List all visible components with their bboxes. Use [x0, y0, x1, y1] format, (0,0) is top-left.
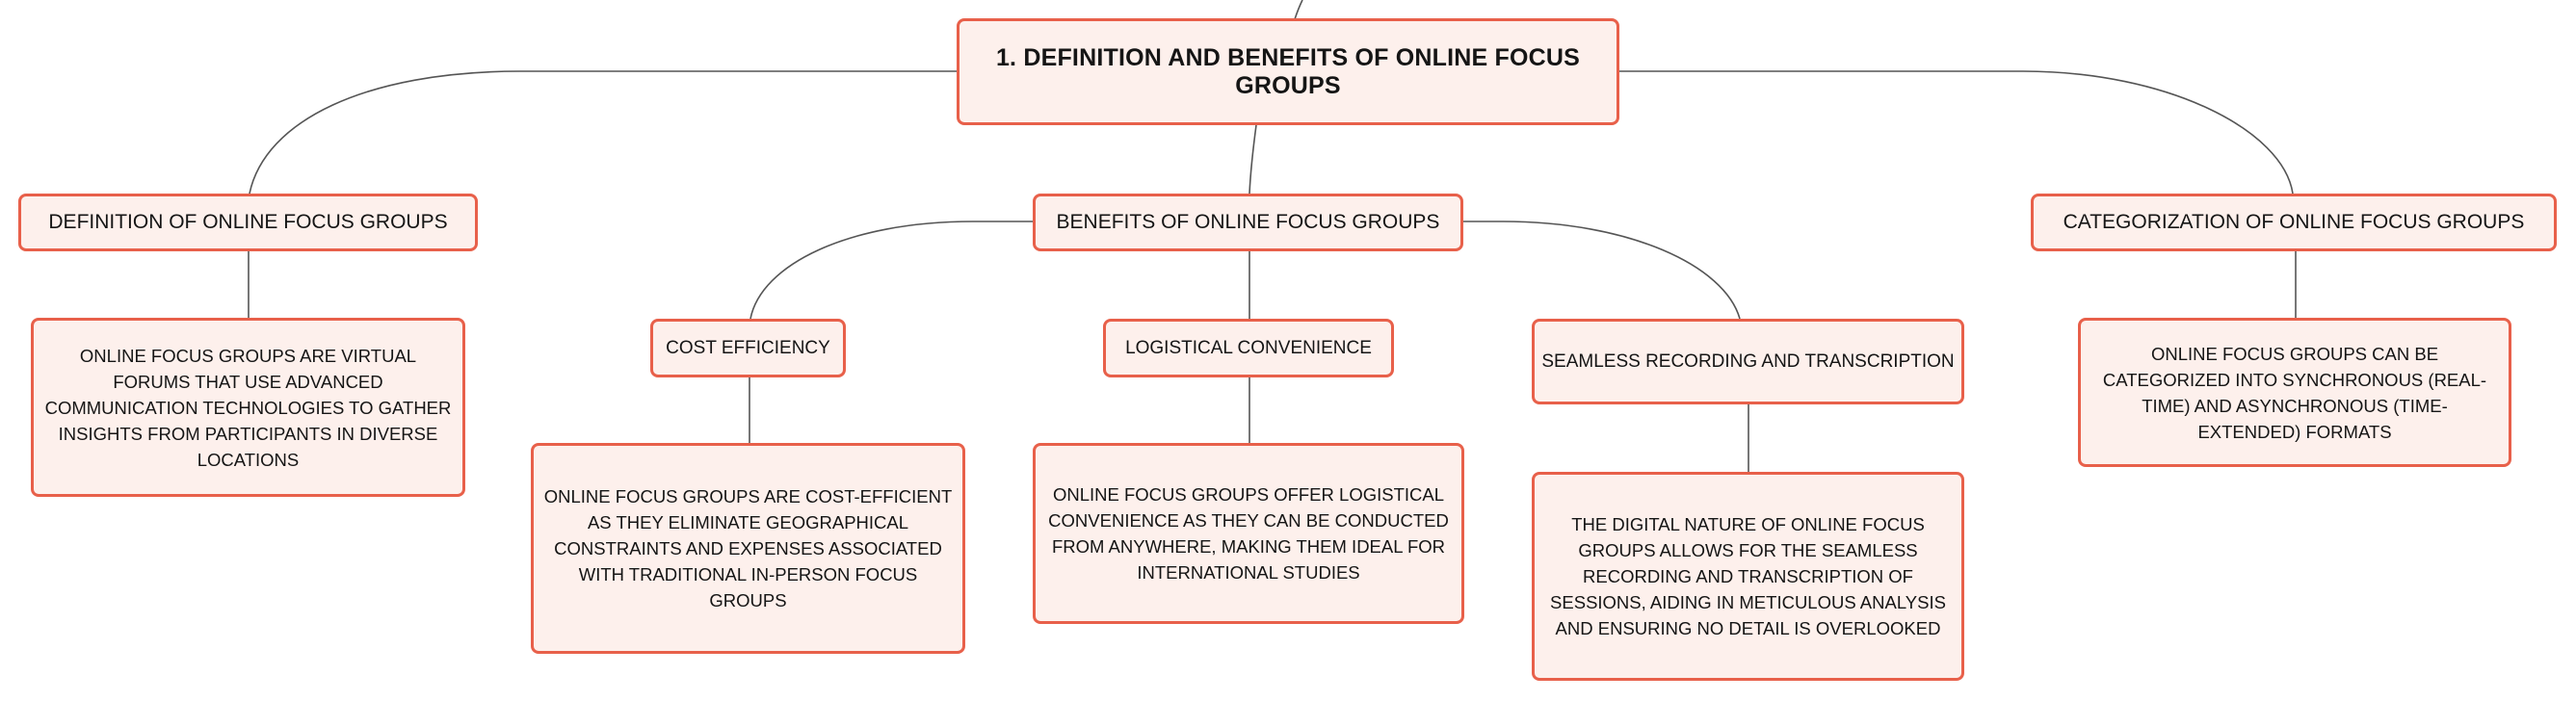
categorization-detail[interactable]: ONLINE FOCUS GROUPS CAN BE CATEGORIZED I… [2078, 318, 2511, 467]
topic-benefits-label: BENEFITS OF ONLINE FOCUS GROUPS [1056, 211, 1440, 233]
benefit-seamless-recording[interactable]: SEAMLESS RECORDING AND TRANSCRIPTION [1532, 319, 1964, 404]
categorization-detail-text: ONLINE FOCUS GROUPS CAN BE CATEGORIZED I… [2102, 343, 2487, 442]
connector-benefits-seamless [1463, 221, 1741, 320]
benefit-cost-efficiency-label: COST EFFICIENCY [666, 337, 830, 358]
connector-root-benefits [1249, 124, 1257, 195]
topic-definition-label: DEFINITION OF ONLINE FOCUS GROUPS [48, 211, 448, 233]
topic-categorization-label: CATEGORIZATION OF ONLINE FOCUS GROUPS [2063, 211, 2525, 233]
topic-categorization[interactable]: CATEGORIZATION OF ONLINE FOCUS GROUPS [2031, 194, 2557, 251]
benefit-logistical-convenience[interactable]: LOGISTICAL CONVENIENCE [1103, 319, 1394, 377]
connector-benefits-cost [749, 221, 1033, 320]
root-node-label: 1. DEFINITION AND BENEFITS OF ONLINE FOC… [995, 43, 1581, 99]
benefit-logistical-convenience-detail-text: ONLINE FOCUS GROUPS OFFER LOGISTICAL CON… [1048, 484, 1449, 583]
connector-root-definition [249, 70, 957, 195]
benefit-seamless-recording-label: SEAMLESS RECORDING AND TRANSCRIPTION [1541, 350, 1955, 372]
benefit-cost-efficiency[interactable]: COST EFFICIENCY [650, 319, 846, 377]
benefit-cost-efficiency-detail[interactable]: ONLINE FOCUS GROUPS ARE COST-EFFICIENT A… [531, 443, 965, 654]
topic-benefits[interactable]: BENEFITS OF ONLINE FOCUS GROUPS [1033, 194, 1463, 251]
benefit-seamless-recording-detail[interactable]: THE DIGITAL NATURE OF ONLINE FOCUS GROUP… [1532, 472, 1964, 681]
connector-parent-root [1294, 0, 1303, 20]
benefit-logistical-convenience-detail[interactable]: ONLINE FOCUS GROUPS OFFER LOGISTICAL CON… [1033, 443, 1464, 624]
topic-definition[interactable]: DEFINITION OF ONLINE FOCUS GROUPS [18, 194, 478, 251]
definition-detail-text: ONLINE FOCUS GROUPS ARE VIRTUAL FORUMS T… [44, 345, 452, 470]
benefit-seamless-recording-detail-text: THE DIGITAL NATURE OF ONLINE FOCUS GROUP… [1550, 514, 1946, 638]
benefit-cost-efficiency-detail-text: ONLINE FOCUS GROUPS ARE COST-EFFICIENT A… [543, 486, 953, 610]
benefit-logistical-convenience-label: LOGISTICAL CONVENIENCE [1125, 337, 1372, 358]
root-node[interactable]: 1. DEFINITION AND BENEFITS OF ONLINE FOC… [957, 18, 1619, 125]
connector-root-categorization [1619, 70, 2294, 195]
definition-detail[interactable]: ONLINE FOCUS GROUPS ARE VIRTUAL FORUMS T… [31, 318, 465, 497]
